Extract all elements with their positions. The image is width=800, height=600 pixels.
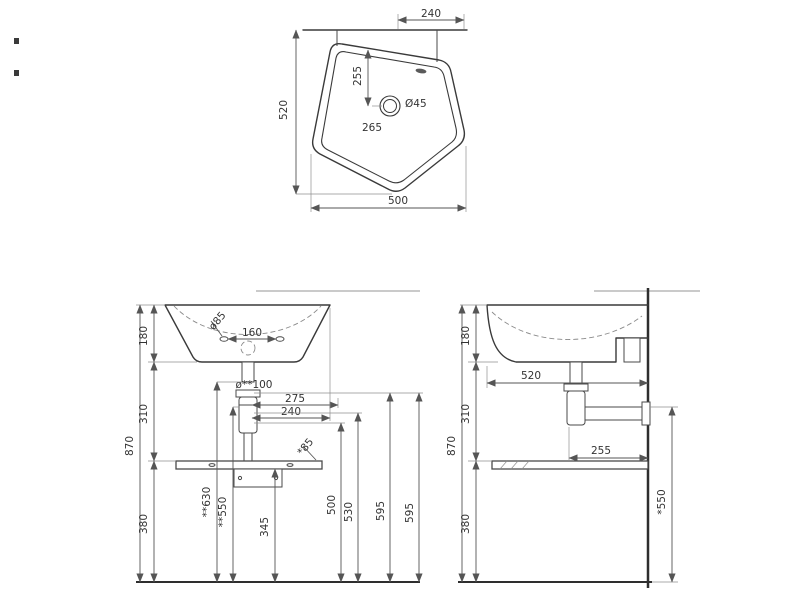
fixing-hole bbox=[275, 336, 285, 342]
front-view: ø85 160 ø**100 275 240 *85 180 310 870 3… bbox=[124, 290, 423, 583]
dim-label-85: *85 bbox=[295, 436, 316, 458]
dim-label-520-side: 520 bbox=[521, 370, 541, 382]
shelf-side bbox=[491, 460, 649, 470]
dim-label-hole-dia: ø85 bbox=[207, 310, 229, 333]
top-view-geometry bbox=[302, 29, 468, 192]
dim-label-siphon-dia: ø**100 bbox=[236, 379, 273, 391]
dim-label-345: 345 bbox=[259, 517, 271, 537]
waste-pipe-to-wall bbox=[584, 406, 643, 421]
dim-label-870-front: 870 bbox=[124, 436, 136, 456]
dim-label-550-side: *550 bbox=[656, 489, 668, 514]
dim-label-265: 265 bbox=[362, 122, 382, 134]
dim-label-255: 255 bbox=[352, 66, 364, 86]
basin-front-outline bbox=[164, 304, 331, 363]
dim-label-240-top: 240 bbox=[421, 8, 441, 20]
front-view-geometry bbox=[136, 290, 420, 583]
shelf-slot bbox=[286, 463, 294, 467]
dim-label-530: 530 bbox=[343, 502, 355, 522]
mounting-bracket bbox=[623, 337, 641, 363]
overflow-hole bbox=[415, 68, 427, 74]
shelf-slot bbox=[208, 463, 216, 467]
dim-label-550-front: **550 bbox=[217, 497, 229, 528]
drain-tailpiece bbox=[241, 361, 255, 383]
wall-pipe-flange bbox=[641, 401, 651, 426]
top-view: 240 255 Ø45 265 520 500 bbox=[278, 8, 468, 212]
top-view-dimensions: 240 255 Ø45 265 520 500 bbox=[278, 8, 467, 212]
dim-label-500-front: 500 bbox=[326, 495, 338, 515]
edge-mark bbox=[14, 38, 19, 44]
dim-label-870-side: 870 bbox=[446, 436, 458, 456]
dim-label-180-front: 180 bbox=[138, 326, 150, 346]
dim-label-520-top: 520 bbox=[278, 100, 290, 120]
edge-marks bbox=[14, 38, 19, 76]
drain-diameter-label: Ø45 bbox=[405, 98, 427, 110]
dim-label-180-side: 180 bbox=[460, 326, 472, 346]
basin-inner-rim-hidden bbox=[173, 305, 322, 335]
basin-side-outline bbox=[486, 304, 649, 363]
side-view-geometry bbox=[458, 288, 700, 588]
drain-tailpiece-side bbox=[569, 361, 583, 385]
dim-label-310-front: 310 bbox=[138, 404, 150, 424]
edge-mark bbox=[14, 70, 19, 76]
dim-label-275: 275 bbox=[285, 393, 305, 405]
siphon-flange bbox=[235, 389, 261, 398]
siphon-body-side bbox=[566, 390, 586, 426]
dim-label-630: **630 bbox=[201, 487, 213, 518]
dim-label-240-front: 240 bbox=[281, 406, 301, 418]
dim-label-310-side: 310 bbox=[460, 404, 472, 424]
drain-hole-inner bbox=[383, 99, 397, 113]
dim-label-160: 160 bbox=[242, 327, 262, 339]
siphon-flange-side bbox=[563, 383, 589, 392]
drain-hidden bbox=[240, 340, 256, 356]
dim-label-500-top: 500 bbox=[388, 195, 408, 207]
front-view-dimensions: ø85 160 ø**100 275 240 *85 180 310 870 3… bbox=[124, 304, 423, 583]
basin-outline-outer bbox=[311, 42, 466, 192]
siphon-body bbox=[238, 396, 258, 434]
dim-label-255-side: 255 bbox=[591, 445, 611, 457]
side-view: 520 255 180 310 870 380 *550 bbox=[446, 288, 700, 588]
dim-label-595-a: 595 bbox=[375, 501, 387, 521]
shelf-front bbox=[175, 460, 323, 470]
basin-inner-hidden bbox=[491, 311, 643, 340]
dim-label-380-side: 380 bbox=[460, 514, 472, 534]
dim-label-595-b: 595 bbox=[404, 503, 416, 523]
basin-outline-inner bbox=[321, 51, 458, 184]
side-view-dimensions: 520 255 180 310 870 380 *550 bbox=[446, 304, 678, 583]
dim-label-380-front: 380 bbox=[138, 514, 150, 534]
fixing-hole bbox=[219, 336, 229, 342]
siphon-outlet bbox=[243, 432, 253, 462]
